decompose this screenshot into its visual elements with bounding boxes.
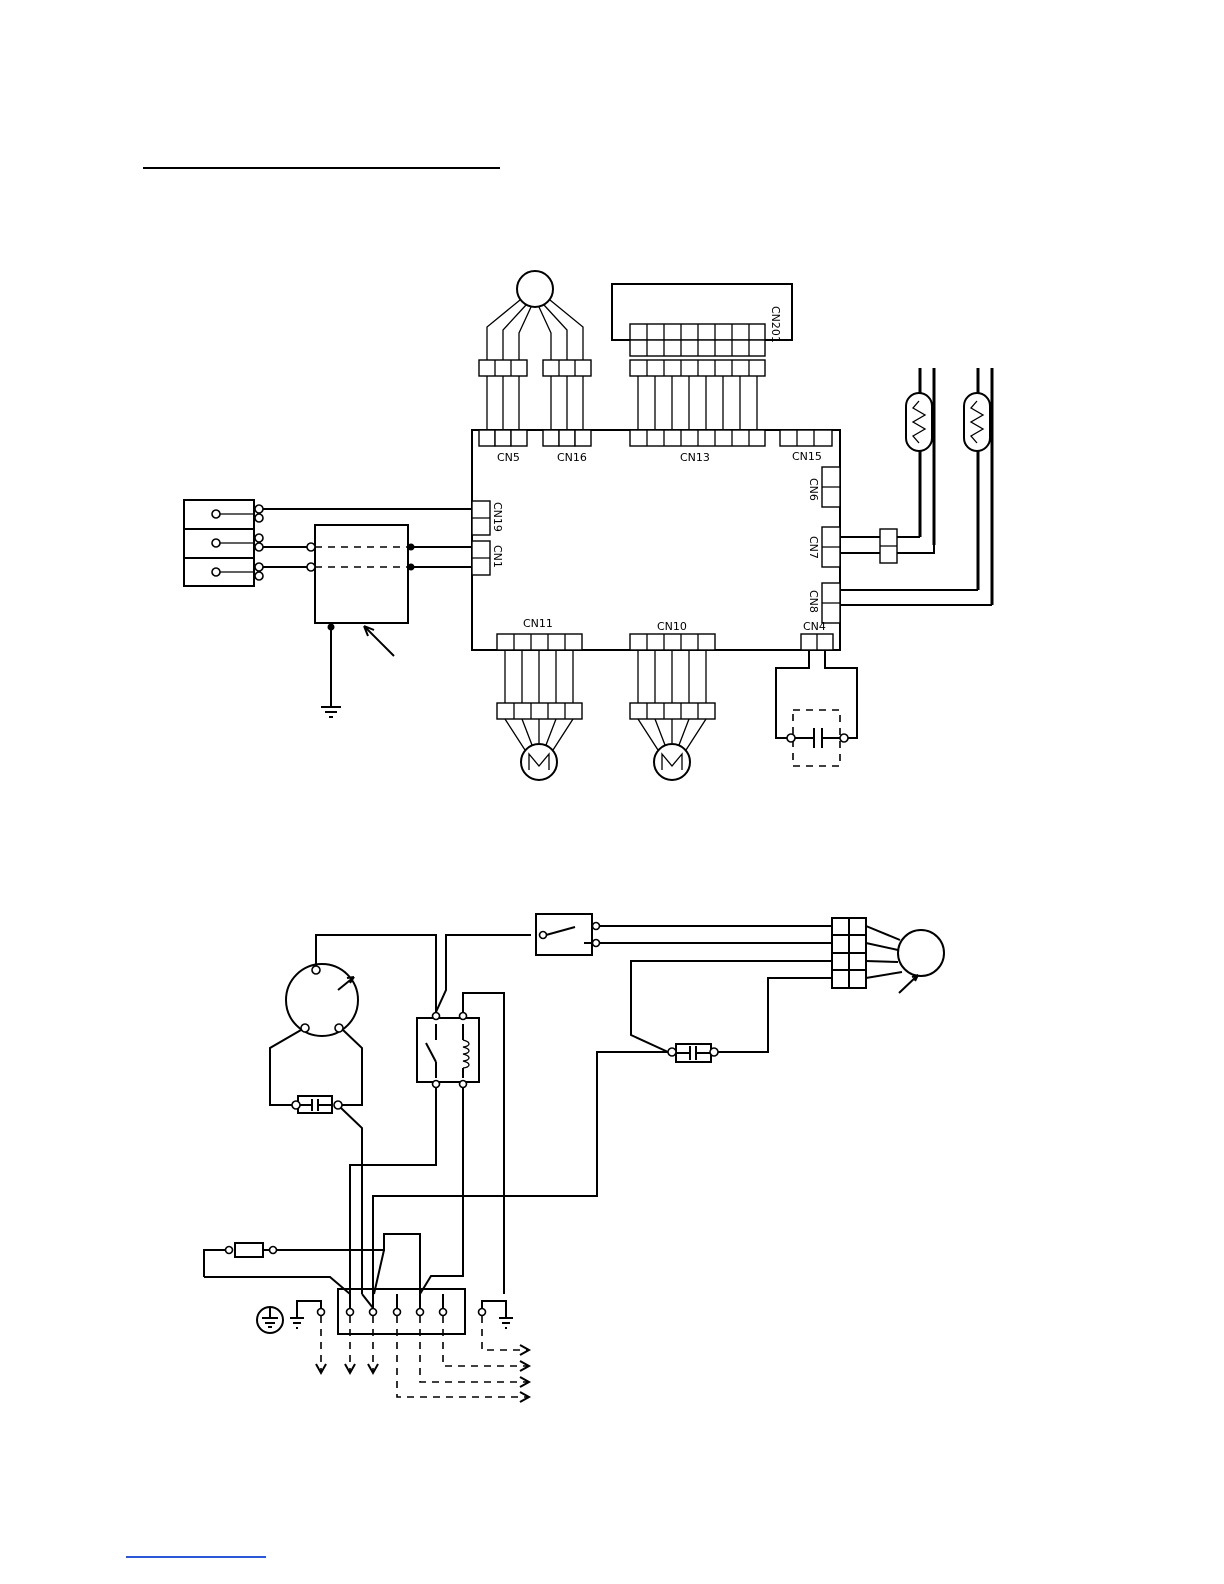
compressor-relay [417,1013,479,1088]
thermistor-wires-cn8 [840,590,992,605]
cn201-label: CN201 [769,306,782,343]
outdoor-fan-motor-icon [898,930,944,976]
cn6-label: CN6 [807,478,820,501]
outdoor-unit-diagram [204,914,944,1402]
cn15-label: CN15 [792,450,822,463]
room-thermistor [906,368,934,545]
cn10-harness [638,650,706,703]
cn4-label: CN4 [803,620,826,633]
cn7-connector [822,527,840,567]
reversing-switch [536,914,600,955]
cn16-connector [543,430,591,446]
cn1-label: CN1 [491,545,504,568]
cn15-connector [780,430,832,446]
outdoor-fan-plug [832,918,866,988]
cn10-connector [630,634,715,650]
cn11-harness [505,650,573,703]
field-wiring-arrows [316,1316,529,1402]
ground-icon-left [290,1301,321,1328]
cn16-label: CN16 [557,451,587,464]
indoor-terminal-block [184,500,263,586]
cn6-connector [822,467,840,507]
cn8-label: CN8 [807,590,820,613]
cn7-label: CN7 [807,536,820,559]
cn11-motor-plug [497,703,582,719]
outdoor-terminal-strip-points [347,1309,447,1316]
louver-motor-leads [487,300,583,360]
louver-motor-plug [479,360,591,376]
noise-filter-box [315,525,408,623]
cn4-wires [776,650,857,738]
ground-icon-right [482,1301,513,1328]
cn13-connector [630,430,765,446]
cn19-connector [472,501,490,535]
cn11-label: CN11 [523,617,553,630]
thermistor-plug [880,529,897,563]
cn19-label: CN19 [491,502,504,532]
louver-motor-icon [517,271,553,307]
cn5-connector [479,430,527,446]
cn8-connector [822,583,840,623]
compressor-icon [286,964,358,1036]
cn4-capacitor-icon [787,728,848,748]
cn13-label: CN13 [680,451,710,464]
pipe-thermistor [964,368,992,605]
fan-capacitor-icon [668,1044,718,1062]
ground-icon [321,707,341,717]
cn4-connector [801,634,833,650]
cn11-connector [497,634,582,650]
indoor-fan-motor-icon [521,744,557,780]
cn10-label: CN10 [657,620,687,633]
cn1-connector [472,541,490,575]
cn201-connector [630,324,765,376]
cn5-cn16-harness [487,376,583,430]
fuse-icon [235,1243,263,1257]
filter-pointer-arrow [364,626,394,656]
indoor-unit-diagram: CN5 CN16 CN13 CN15 CN6 CN7 CN8 CN19 CN1 [184,271,992,780]
cn5-label: CN5 [497,451,520,464]
swing-motor-icon [654,744,690,780]
compressor-capacitor-icon [292,1096,342,1113]
cn13-harness [638,376,757,430]
cn10-motor-plug [630,703,715,719]
